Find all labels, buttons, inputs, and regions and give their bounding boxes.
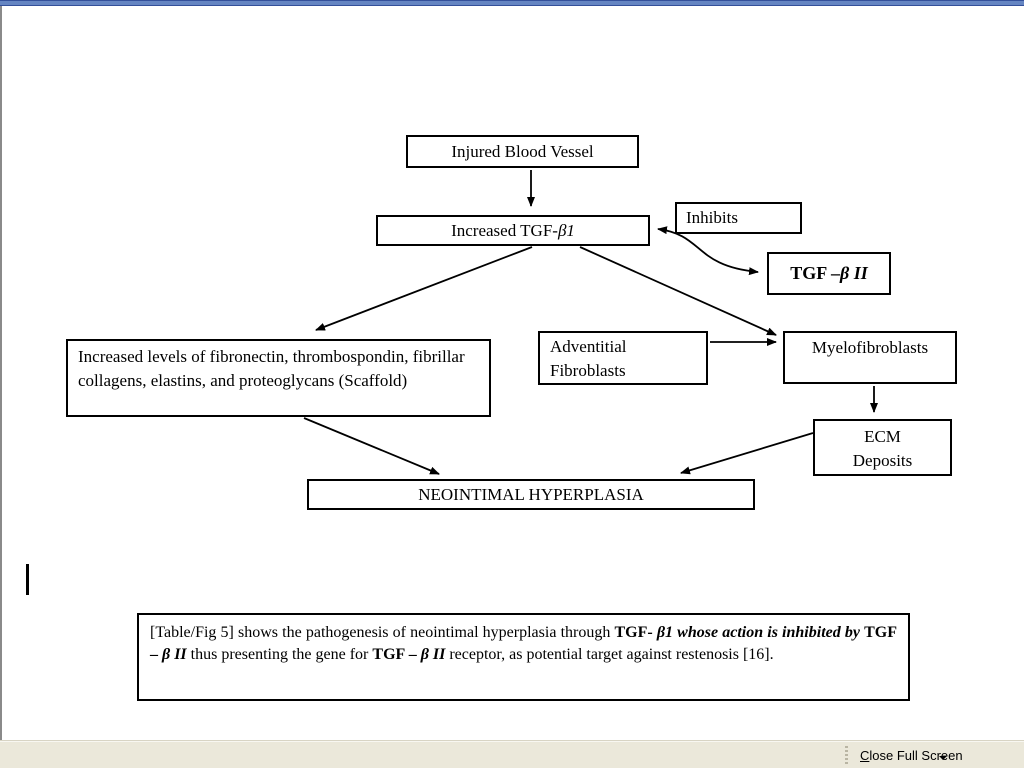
node-scaffold-proteins: Increased levels of fibronectin, thrombo… (66, 339, 491, 417)
node-neointimal-hyperplasia: NEOINTIMAL HYPERPLASIA (307, 479, 755, 510)
node-injured-blood-vessel: Injured Blood Vessel (406, 135, 639, 168)
node-adventitial-fibroblasts: Adventitial Fibroblasts (538, 331, 708, 385)
figure-caption: [Table/Fig 5] shows the pathogenesis of … (137, 613, 910, 701)
node-tgf-b2: TGF – β II (767, 252, 891, 295)
window-top-edge (0, 0, 1024, 6)
chevron-down-icon (939, 756, 947, 760)
arrow-ecm-to-neointimal (680, 432, 814, 475)
node-ecm-deposits: ECM Deposits (813, 419, 952, 476)
arrow-increased-to-scaffold (315, 246, 533, 331)
toolbar-grip-handle[interactable] (845, 746, 848, 765)
node-myelofibroblasts: Myelofibroblasts (783, 331, 957, 384)
text-insertion-cursor (26, 564, 29, 595)
node-increased-tgf-b1: Increased TGF- β1 (376, 215, 650, 246)
window-left-edge (0, 6, 2, 741)
arrow-scaffold-to-neointimal (303, 417, 440, 475)
document-page[interactable]: Injured Blood Vessel Increased TGF- β1 I… (2, 6, 1024, 740)
arrow-tgf2-inhibits-increased (657, 226, 759, 276)
arrow-increased-to-myelofibroblasts (579, 246, 777, 336)
node-inhibits-label: Inhibits (675, 202, 802, 234)
toolbar-options-dropdown[interactable] (936, 747, 950, 763)
